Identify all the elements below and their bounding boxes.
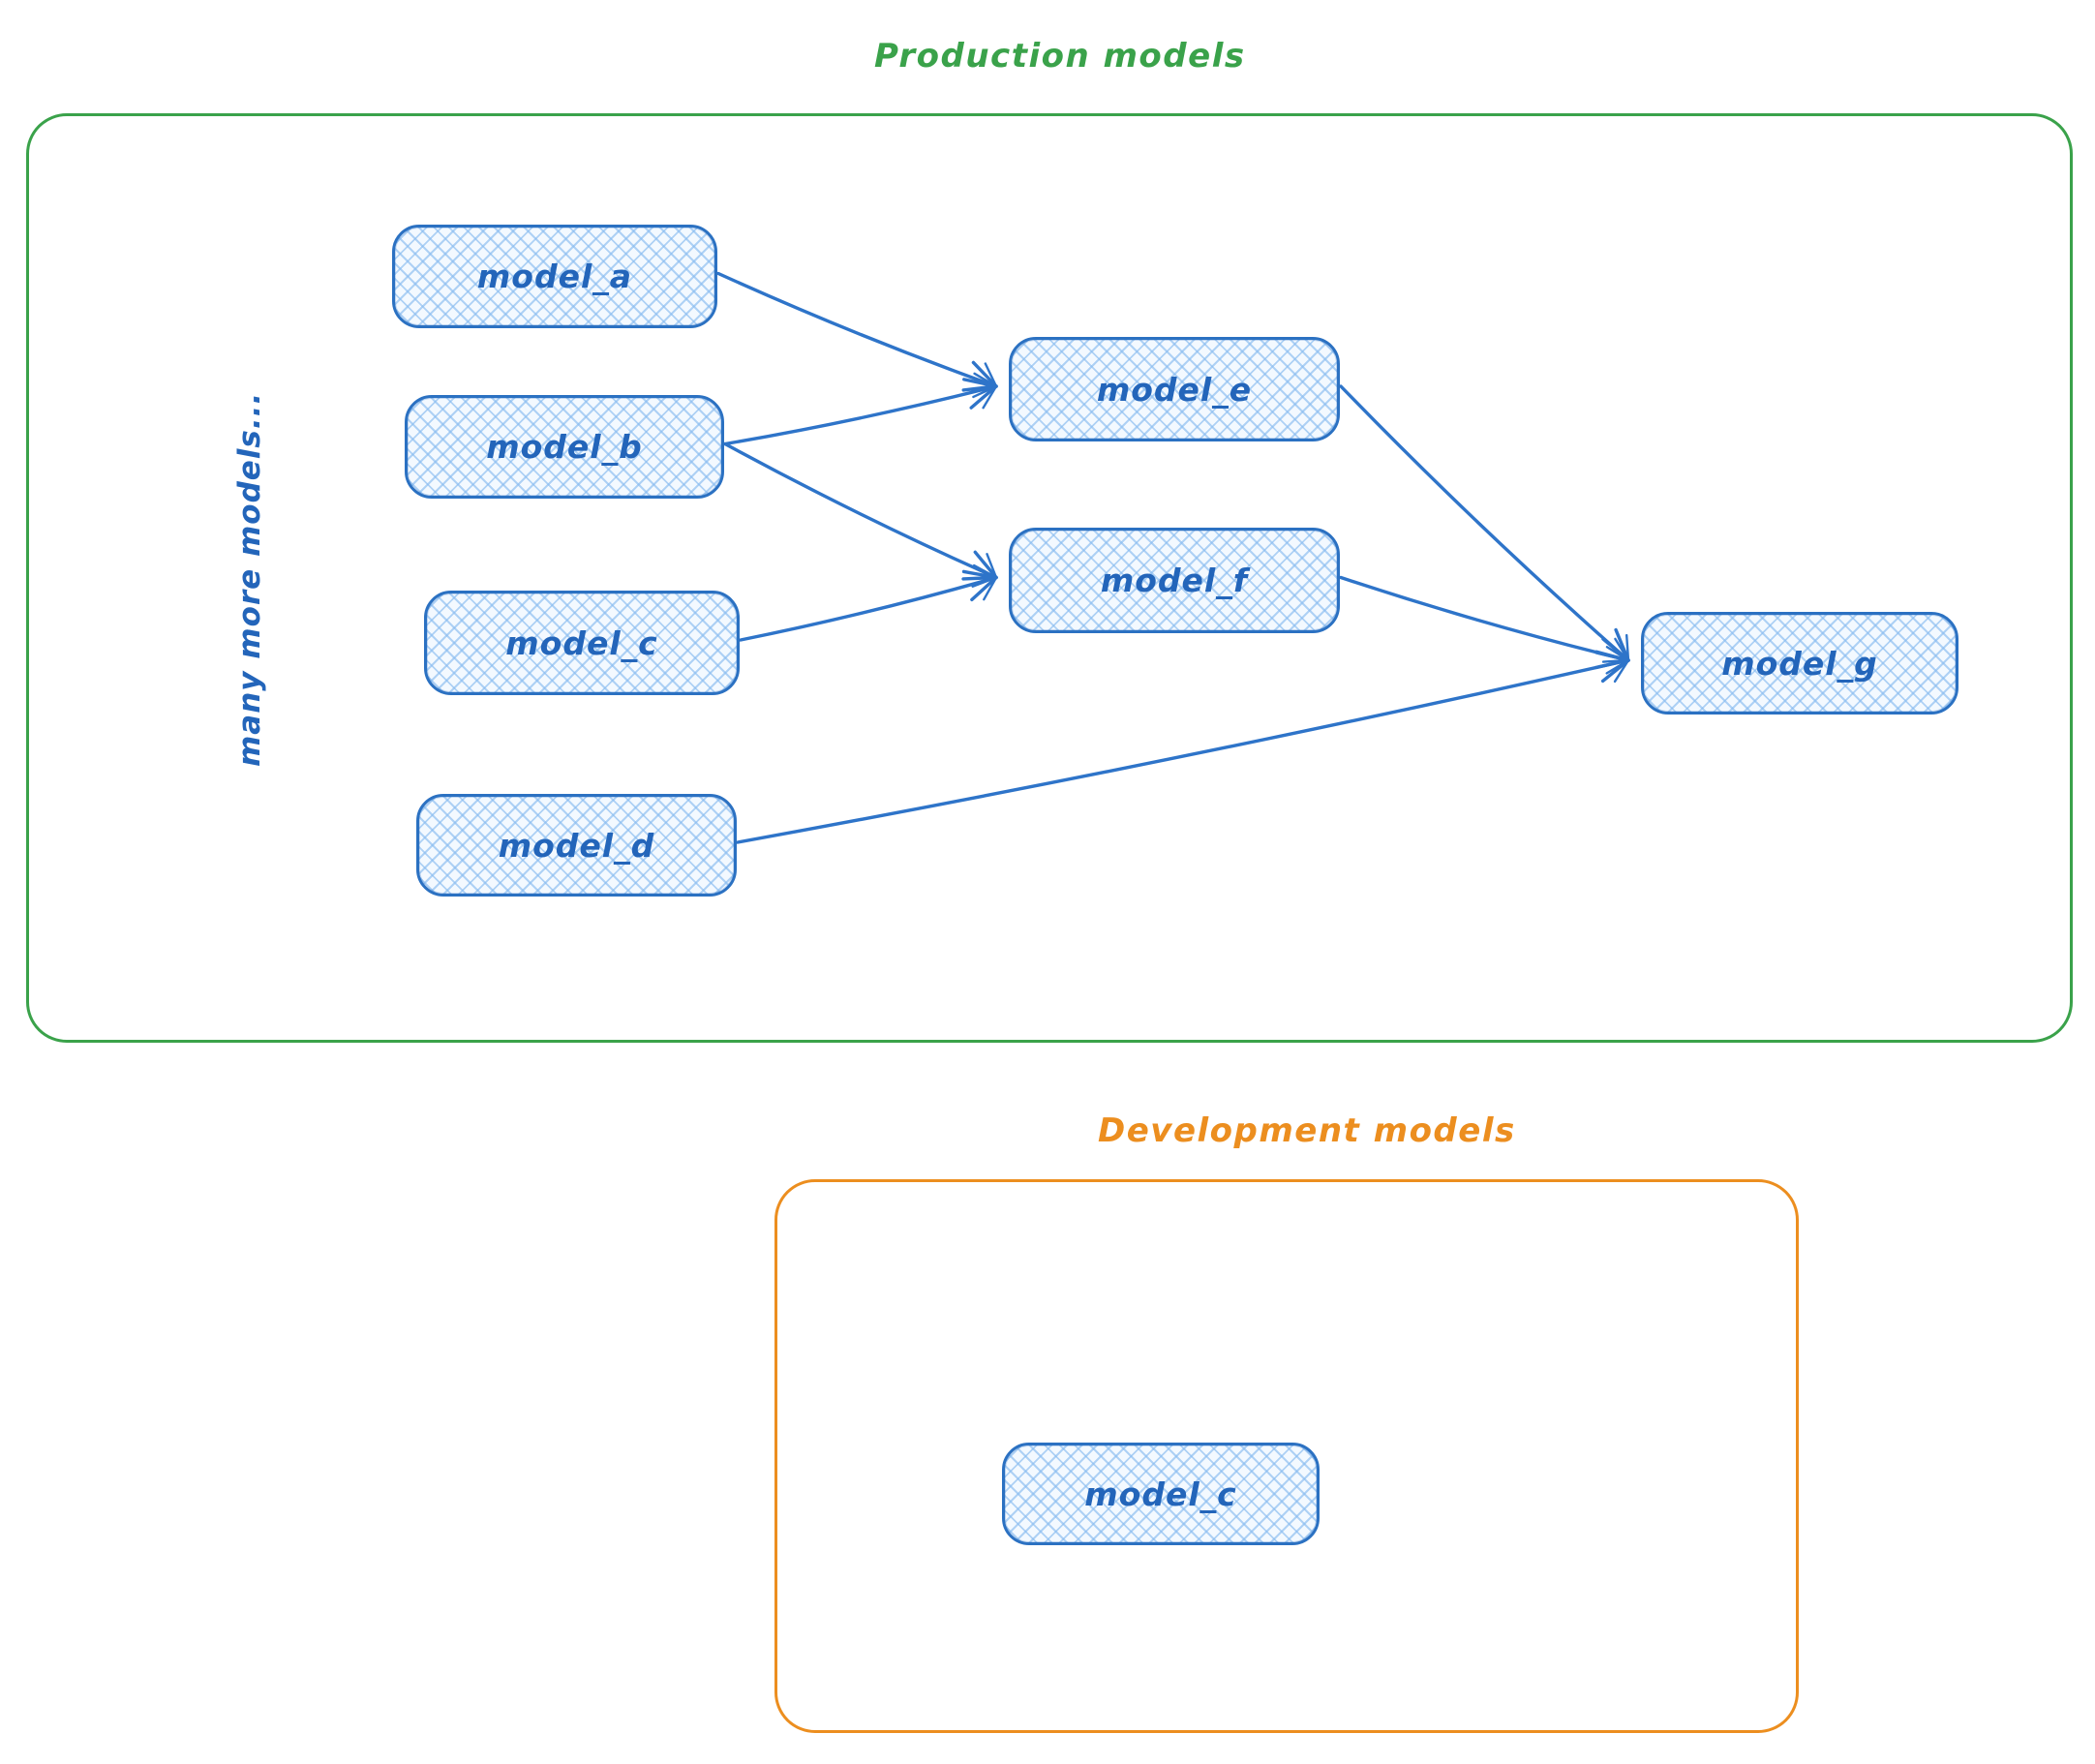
node-model-g: model_g <box>1641 612 1958 715</box>
node-model-c-label: model_c <box>505 623 658 662</box>
node-model-f: model_f <box>1009 528 1340 633</box>
node-model-a: model_a <box>392 225 717 328</box>
node-model-d-label: model_d <box>498 826 655 865</box>
production-group-title: Production models <box>874 37 1246 76</box>
many-more-models-label: many more models... <box>232 391 267 767</box>
node-model-f-label: model_f <box>1100 562 1249 599</box>
node-model-c: model_c <box>424 591 740 695</box>
node-model-b-label: model_b <box>486 428 643 466</box>
node-model-e-label: model_e <box>1096 370 1253 409</box>
production-group-container <box>26 113 2073 1043</box>
node-model-e: model_e <box>1009 337 1340 441</box>
node-model-b: model_b <box>405 395 724 499</box>
development-group-container <box>774 1179 1799 1733</box>
development-group-title: Development models <box>1098 1111 1516 1150</box>
node-dev-model-c-label: model_c <box>1084 1475 1237 1513</box>
node-dev-model-c: model_c <box>1002 1443 1320 1545</box>
node-model-d: model_d <box>416 794 737 897</box>
node-model-a-label: model_a <box>476 258 633 295</box>
node-model-g-label: model_g <box>1721 644 1878 683</box>
